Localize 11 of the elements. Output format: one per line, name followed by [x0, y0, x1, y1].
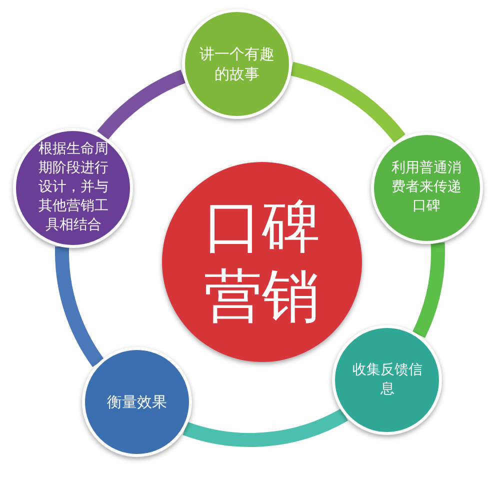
- topic-text: 利用普通消费者来传递口碑: [390, 159, 463, 216]
- ring-segment: [183, 408, 348, 447]
- topic-text: 收集反馈信息: [351, 361, 424, 400]
- ring-segment: [290, 62, 406, 144]
- topic-text: 根据生命周期阶段进行设计，并与其他营销工具相结合: [37, 140, 110, 235]
- topic-text: 讲一个有趣的故事: [198, 44, 276, 85]
- ring-segment: [55, 246, 104, 367]
- ring-segment: [97, 70, 186, 140]
- topic-text: 衡量效果: [106, 392, 168, 412]
- main-title: 口碑营销: [203, 192, 321, 332]
- ring-segment: [412, 242, 445, 338]
